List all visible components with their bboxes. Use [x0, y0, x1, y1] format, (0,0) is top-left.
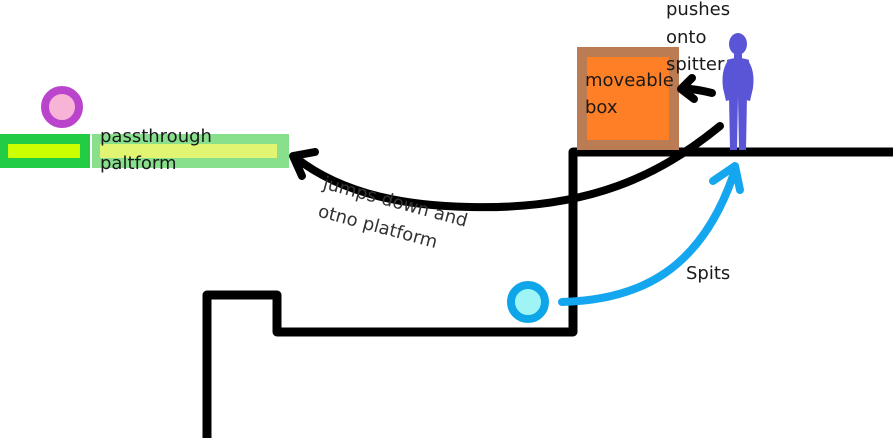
pushes-label-line1: pushes: [666, 0, 731, 20]
moveable-box: [577, 47, 679, 150]
pushes-label-line3: spitter: [666, 54, 725, 75]
moveable-box-label-line1: moveable: [585, 70, 674, 91]
pushes-label-line2: onto: [666, 27, 707, 48]
passthrough-label-line1: passthrough: [100, 126, 212, 147]
ground-outline: [202, 147, 893, 438]
moveable-box-label-line2: box: [585, 97, 618, 118]
passthrough-label-line2: paltform: [100, 153, 177, 174]
jump-arrow: [289, 122, 724, 212]
spits-label: Spits: [686, 263, 731, 284]
pink-orb-icon: [41, 86, 83, 128]
push-arrow: [677, 74, 716, 103]
passthrough-platform-ghost: [92, 134, 289, 168]
passthrough-platform: [0, 134, 90, 168]
player-figure-icon: [722, 33, 754, 150]
spit-arrow: [558, 162, 744, 306]
spitter-icon: [507, 281, 549, 323]
